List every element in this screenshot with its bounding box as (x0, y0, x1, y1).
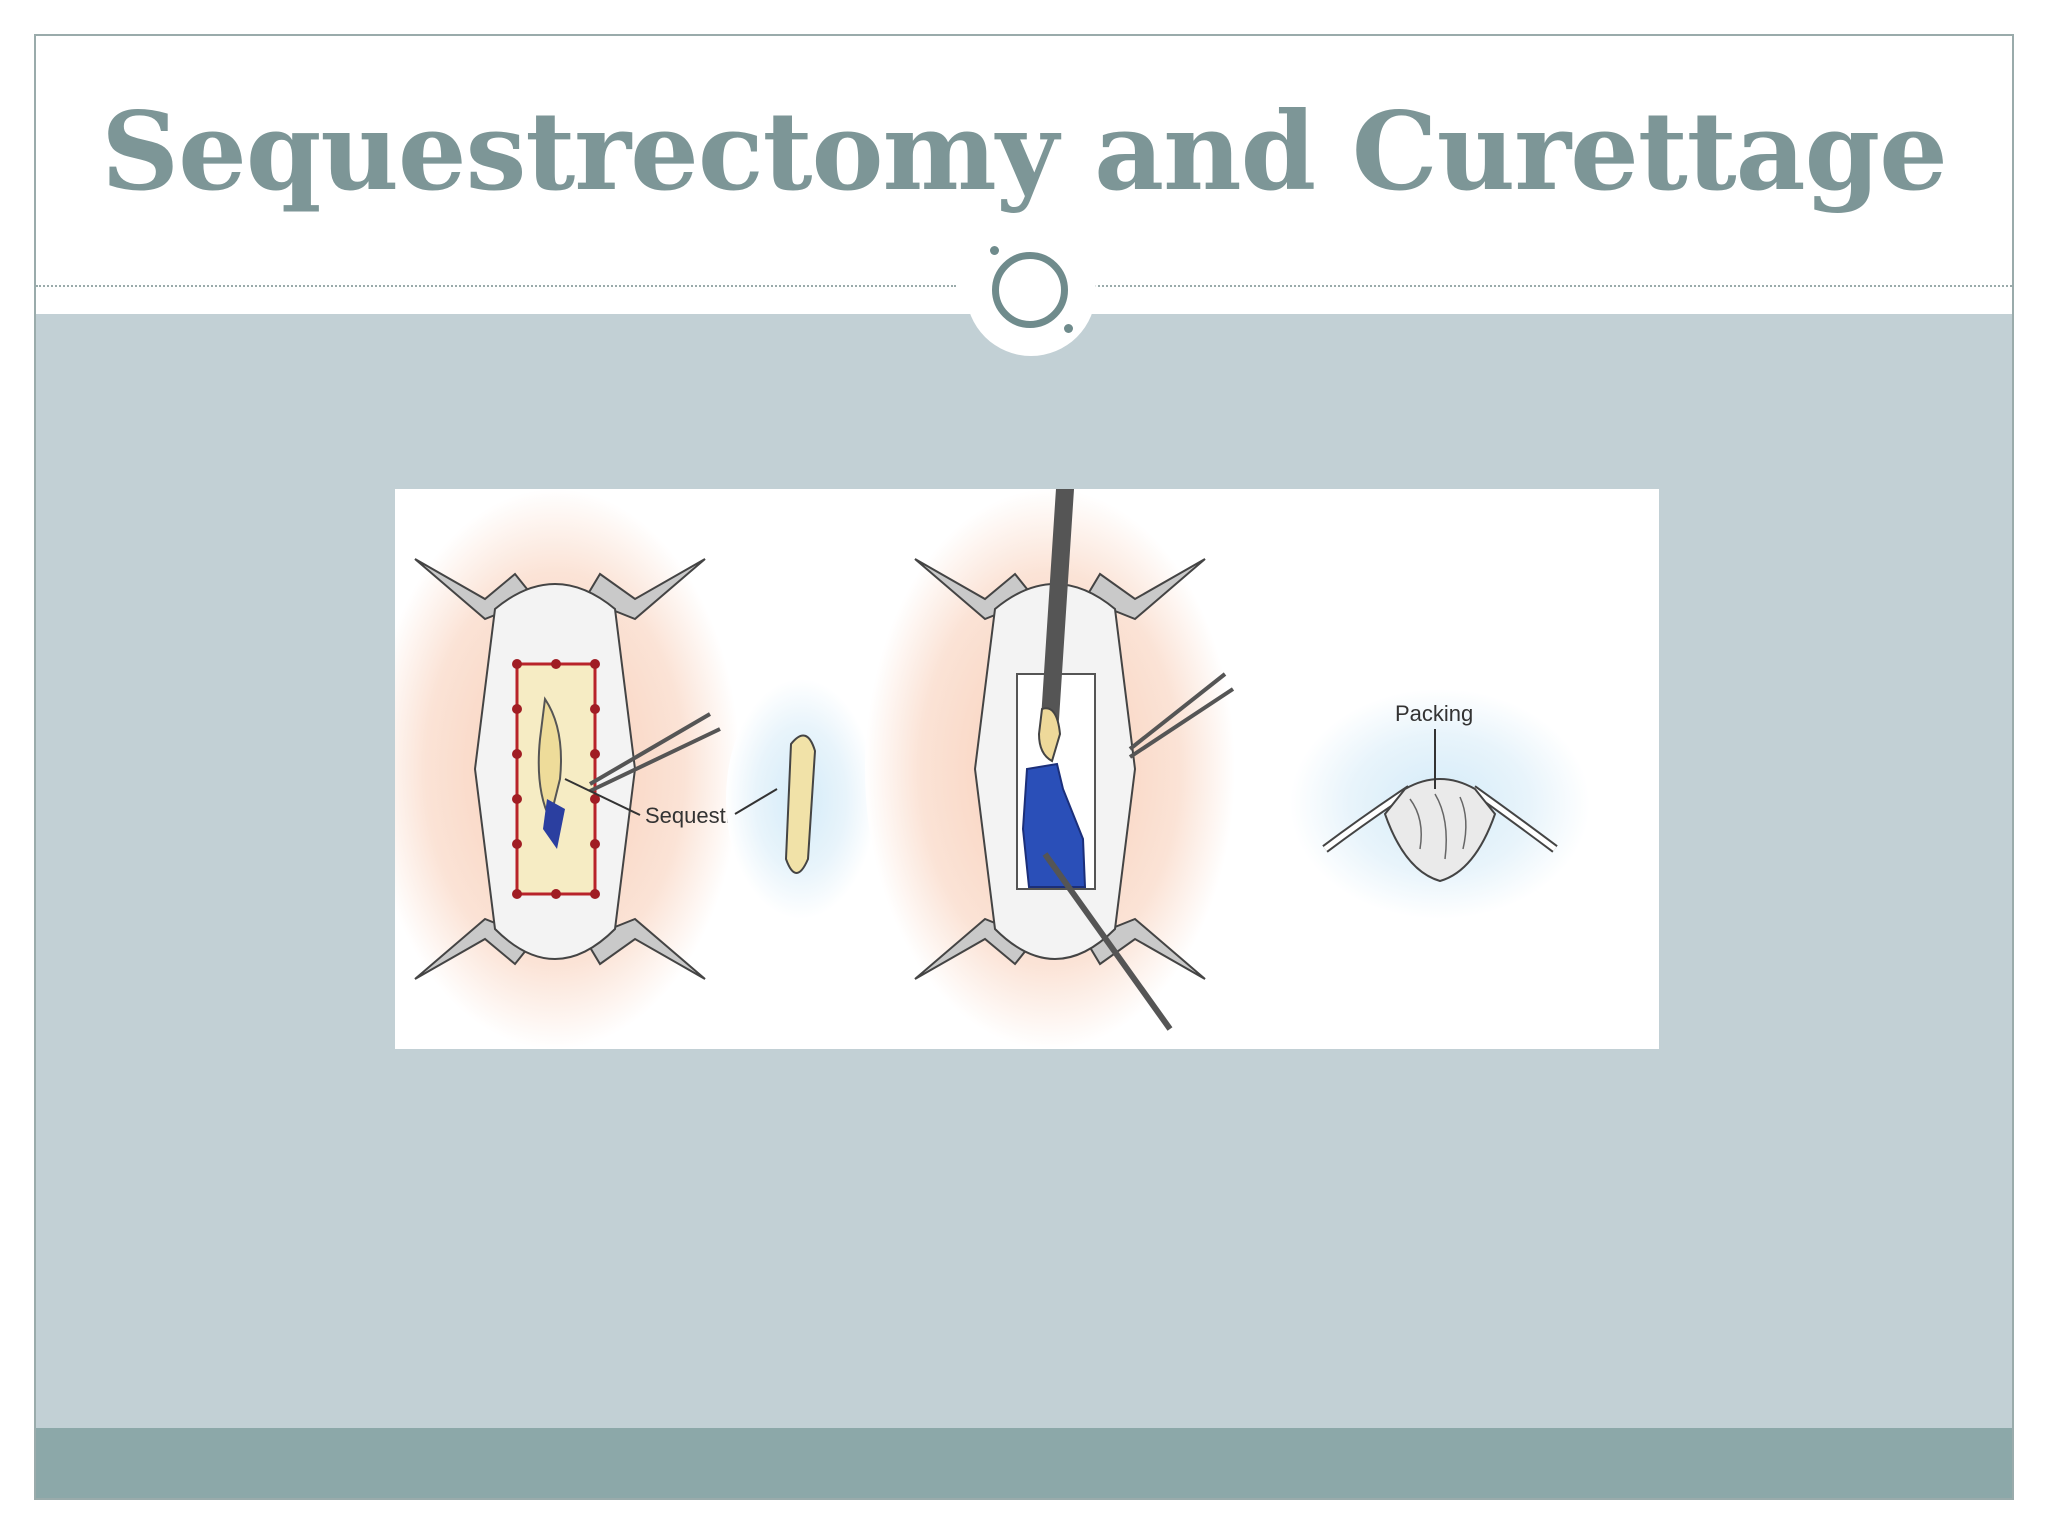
ornament-ring (992, 252, 1068, 328)
slide-title: Sequestrectomy and Curettage (101, 89, 1948, 215)
title-ornament-icon (966, 226, 1096, 356)
label-leader (734, 788, 778, 815)
surgical-illustration: Sequestra (395, 489, 1659, 1049)
forceps (588, 712, 712, 786)
forceps (1128, 672, 1227, 751)
title-divider-left (36, 285, 956, 287)
cavity (543, 799, 565, 849)
retractor (583, 558, 706, 621)
curette-instrument (1042, 852, 1173, 1031)
label-leader (564, 778, 641, 816)
drill-holes (512, 659, 600, 899)
retractor (583, 917, 706, 980)
curette-tip (1037, 707, 1062, 763)
removed-sequestrum (726, 679, 876, 919)
sequestrum (784, 734, 817, 874)
label-packing: Packing (1395, 701, 1473, 726)
panel-sequestrectomy (395, 489, 740, 1049)
footer-bar (36, 1428, 2012, 1498)
forceps (589, 727, 721, 793)
ornament-dot (990, 246, 999, 255)
retractor (1083, 917, 1206, 980)
retractor (1083, 558, 1206, 621)
title-divider-right (1094, 285, 2012, 287)
panel-packing (1290, 689, 1590, 919)
ornament-dot (1064, 324, 1073, 333)
forceps (1128, 687, 1235, 759)
curette-handle (1041, 489, 1074, 728)
packing-material (1383, 778, 1497, 883)
surgical-illustration-svg: Sequestra (395, 489, 1590, 1049)
curetted-cavity (1021, 762, 1087, 888)
panel-curettage (865, 489, 1235, 1049)
slide: Sequestrectomy and Curettage (34, 34, 2014, 1500)
